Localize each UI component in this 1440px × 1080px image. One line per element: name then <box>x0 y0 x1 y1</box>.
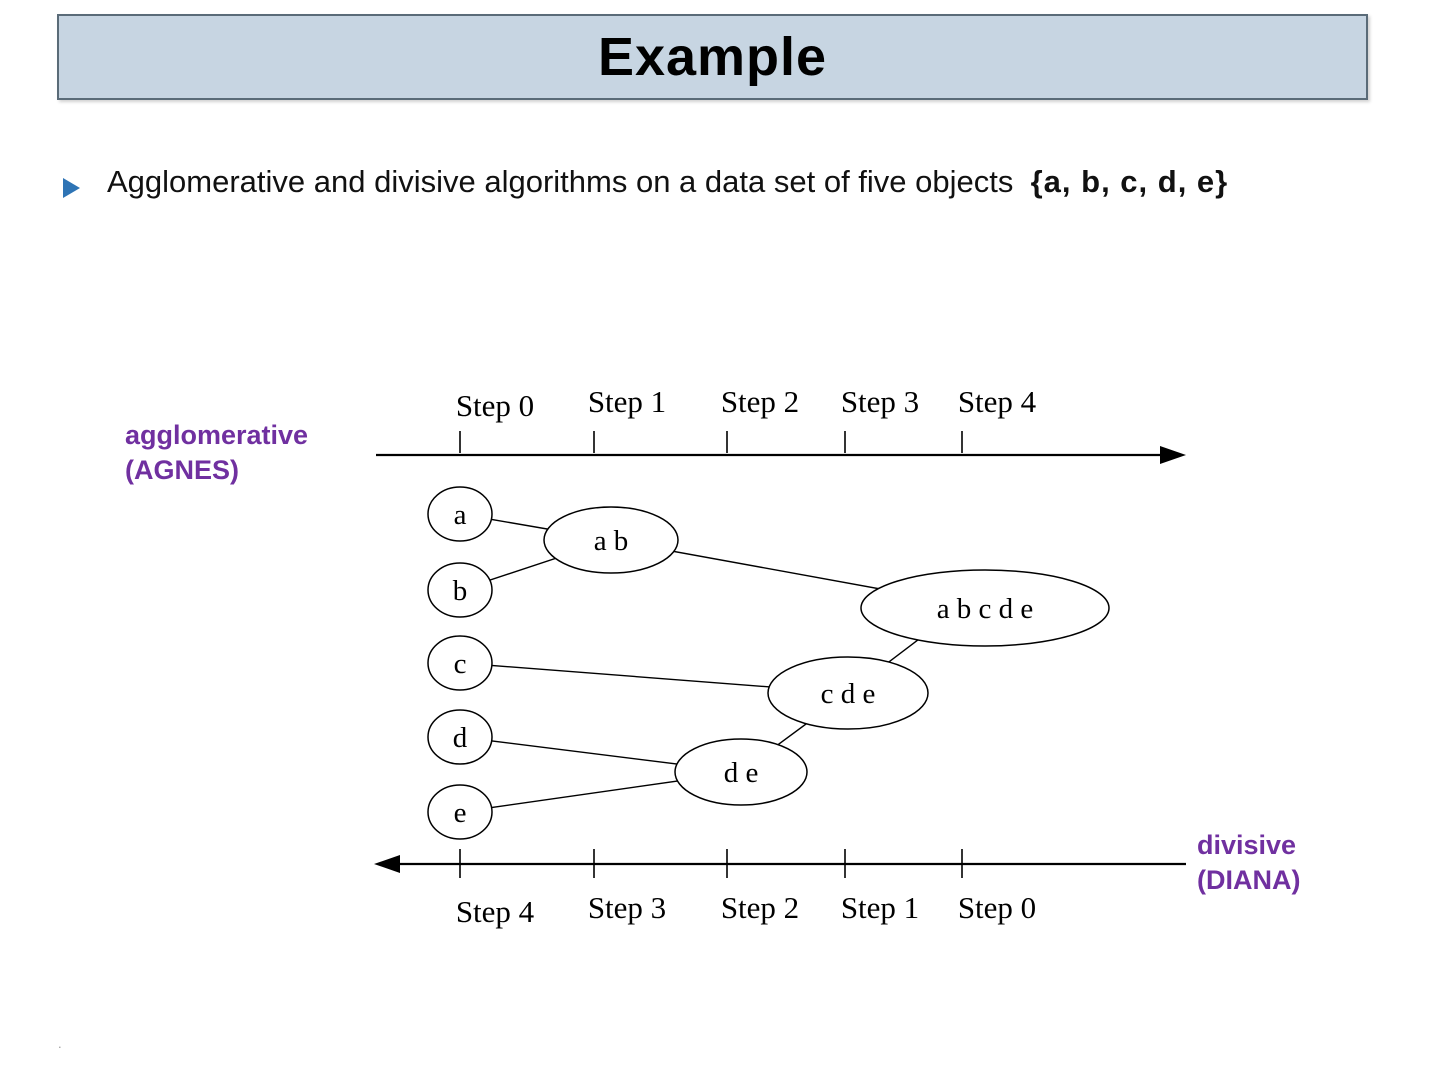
bottom-step-label-2: Step 2 <box>721 890 799 925</box>
node-b-ellipse <box>427 562 493 618</box>
agnes-label-line2: (AGNES) <box>125 455 239 486</box>
agnes-label: agglomerative (AGNES) <box>125 418 308 488</box>
slide-title: Example <box>597 27 828 87</box>
node-ab-label: a b <box>594 525 629 557</box>
agnes-label-line1: agglomerative <box>125 420 309 450</box>
cluster-nodes: a b c d e a b a b c d e c d e d e <box>427 486 1110 840</box>
node-d-ellipse <box>427 709 493 765</box>
bottom-step-label-0: Step 4 <box>456 894 535 929</box>
top-step-label-4: Step 4 <box>958 384 1037 419</box>
top-axis-labels: Step 0 Step 1 Step 2 Step 3 Step 4 <box>456 384 1037 423</box>
node-d-label: d <box>453 722 468 754</box>
node-c-label: c <box>454 648 467 680</box>
diana-label-line2: (DIANA) <box>1197 865 1301 896</box>
diana-label-line1: divisive <box>1197 830 1297 860</box>
bottom-step-label-1: Step 3 <box>588 890 666 925</box>
stray-footer-mark: . <box>58 1036 62 1051</box>
bottom-axis: Step 4 Step 3 Step 2 Step 1 Step 0 <box>374 849 1186 929</box>
node-c-ellipse <box>427 635 493 691</box>
node-ab-ellipse <box>543 506 679 574</box>
top-axis: Step 0 Step 1 Step 2 Step 3 Step 4 <box>376 384 1186 464</box>
bullet-text-main: Agglomerative and divisive algorithms on… <box>107 164 1014 199</box>
node-de-ellipse <box>674 738 808 806</box>
node-abcde-ellipse <box>860 569 1110 647</box>
node-e-ellipse <box>427 784 493 840</box>
node-de-label: d e <box>724 757 759 789</box>
bottom-step-label-4: Step 0 <box>958 890 1036 925</box>
top-axis-ticks <box>459 431 963 453</box>
node-a-ellipse <box>427 486 493 542</box>
node-cde-label: c d e <box>821 678 876 710</box>
diana-label: divisive (DIANA) <box>1197 828 1300 898</box>
node-a-label: a <box>454 499 467 531</box>
bottom-axis-ticks <box>459 849 963 878</box>
top-step-label-3: Step 3 <box>841 384 919 419</box>
node-cde-ellipse <box>767 656 929 730</box>
bottom-step-label-3: Step 1 <box>841 890 919 925</box>
bullet-row: Agglomerative and divisive algorithms on… <box>60 158 1370 206</box>
title-bar: Example <box>57 14 1368 100</box>
node-abcde-label: a b c d e <box>937 593 1034 625</box>
top-step-label-0: Step 0 <box>456 388 534 423</box>
top-step-label-2: Step 2 <box>721 384 799 419</box>
bullet-triangle-icon <box>63 178 80 198</box>
bullet-object-set: {a, b, c, d, e} <box>1030 164 1229 199</box>
node-e-label: e <box>454 797 467 829</box>
bottom-axis-arrowhead-icon <box>374 855 400 873</box>
node-b-label: b <box>453 575 468 607</box>
bullet-text: Agglomerative and divisive algorithms on… <box>107 158 1357 206</box>
top-step-label-1: Step 1 <box>588 384 666 419</box>
bottom-axis-labels: Step 4 Step 3 Step 2 Step 1 Step 0 <box>456 890 1036 929</box>
top-axis-arrowhead-icon <box>1160 446 1186 464</box>
